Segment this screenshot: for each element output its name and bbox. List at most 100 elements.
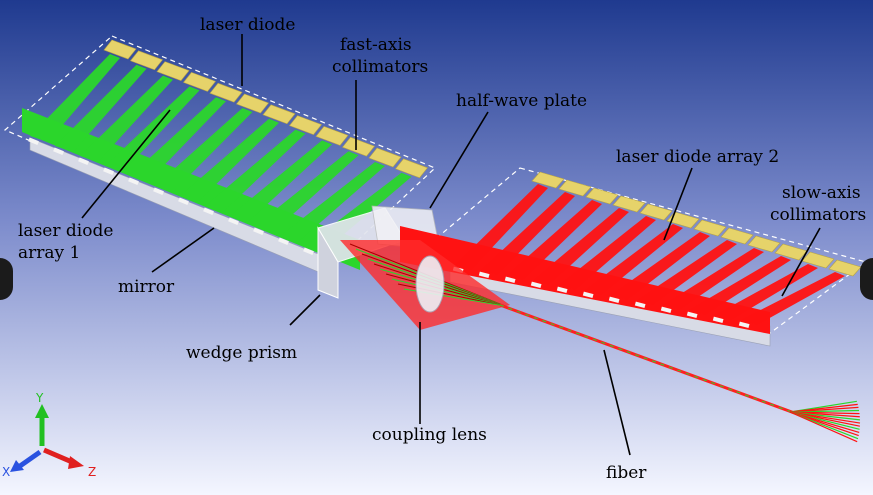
fast-axis-collimator: [228, 217, 239, 225]
axis-x-arrow: [18, 449, 42, 469]
slow-axis-collimator: [712, 316, 724, 324]
red-beam-fan: [637, 240, 737, 305]
label-coupling-lens: coupling lens: [372, 425, 487, 445]
array-2-diode-row: [531, 171, 862, 277]
laser-diode-emitter: [558, 179, 592, 197]
array-2-frame: [418, 167, 868, 343]
label-fast-axis-collimators: collimators: [332, 57, 428, 77]
label-slow-axis: slow-axis: [782, 183, 861, 203]
green-beam-fan: [280, 162, 385, 242]
laser-diode-array-1: [3, 35, 437, 277]
laser-diode-emitter: [209, 82, 243, 103]
laser-diode-emitter: [747, 235, 781, 253]
axis-x-label: X: [2, 465, 10, 479]
slow-axis-collimator: [634, 301, 646, 309]
green-beam-fan: [255, 151, 359, 232]
laser-diode-emitter: [183, 72, 216, 92]
laser-diode-emitter: [130, 50, 163, 71]
green-beam-fan: [155, 108, 253, 192]
laser-diode-emitter: [774, 243, 808, 261]
fiber: [499, 303, 801, 417]
label-laser-diode-array-1: laser diode: [18, 221, 113, 241]
laser-diode-emitter: [289, 115, 322, 135]
fast-axis-collimator: [78, 157, 89, 165]
laser-diode-emitter: [693, 219, 727, 237]
red-beam-fan: [559, 216, 656, 290]
green-beam-fan: [55, 64, 147, 152]
slow-axis-collimator: [556, 286, 568, 294]
green-beam-fan: [80, 75, 173, 162]
axis-x-head: [10, 460, 24, 472]
slow-axis-collimator: [738, 321, 750, 329]
green-beam-fan: [105, 86, 200, 172]
laser-diode-emitter: [720, 227, 754, 245]
label-laser-diode-array-2: laser diode array 2: [616, 147, 779, 167]
laser-diode-emitter: [262, 104, 296, 125]
label-half-wave-plate: half-wave plate: [456, 91, 587, 111]
slow-axis-collimator: [660, 306, 672, 314]
laser-diode-emitter: [156, 61, 190, 81]
output-ray: [789, 411, 858, 443]
coupling-lens: [415, 255, 445, 313]
fast-axis-collimator: [103, 167, 114, 175]
slow-axis-collimator: [504, 276, 516, 284]
label-wedge-prism: wedge prism: [186, 343, 297, 363]
label-laser-diode: laser diode: [200, 15, 295, 35]
label-fiber: fiber: [606, 463, 647, 483]
axis-y-label: Y: [35, 391, 44, 405]
converging-ray: [385, 273, 506, 307]
laser-diode-emitter: [801, 251, 835, 269]
green-beam-fan: [230, 140, 332, 222]
red-beam-fan: [663, 248, 764, 310]
red-beam-fan: [741, 272, 845, 325]
red-beam-fan: [611, 232, 710, 300]
axis-triad: Y X Z: [2, 391, 96, 479]
axis-z-arrow: [43, 447, 73, 465]
laser-diode-emitter: [828, 259, 862, 277]
label-fast-axis: fast-axis: [340, 35, 412, 55]
axis-y-head: [35, 404, 49, 418]
wedge-prism-side: [317, 226, 339, 299]
laser-diode-emitter: [585, 187, 619, 205]
slow-axis-collimator: [686, 311, 698, 319]
label-array-1: array 1: [18, 243, 80, 263]
fast-axis-collimator: [53, 147, 64, 155]
fast-axis-collimator: [28, 137, 39, 145]
green-beam-fan: [30, 54, 120, 142]
fast-axis-collimator: [303, 247, 314, 255]
fast-axis-collimator: [128, 177, 139, 185]
fast-axis-collimator: [203, 207, 214, 215]
laser-diode-emitter: [368, 147, 402, 168]
fast-axis-collimator: [153, 187, 164, 195]
laser-diode-emitter: [639, 203, 673, 221]
green-beam-fan: [205, 129, 306, 212]
red-beam-fan: [507, 200, 602, 280]
laser-diode-emitter: [315, 126, 349, 146]
label-slow-axis-collimators: collimators: [770, 205, 866, 225]
red-beam-fan: [533, 208, 629, 285]
laser-diode-emitter: [395, 158, 428, 179]
laser-diode-emitter: [531, 171, 565, 189]
converging-ray: [391, 278, 506, 307]
axis-z-head: [68, 456, 84, 469]
laser-diode-array-2: [400, 167, 868, 347]
next-image-button[interactable]: [860, 258, 873, 300]
slow-axis-collimator: [478, 271, 490, 279]
slow-axis-collimator: [530, 281, 542, 289]
red-beam-fan: [455, 184, 548, 270]
array-2-beam-fans: [452, 184, 845, 329]
fast-axis-collimator: [178, 197, 189, 205]
laser-diode-emitter: [236, 93, 269, 114]
slow-axis-collimator: [608, 296, 620, 304]
fiber-output-fan: [789, 400, 861, 443]
laser-diode-emitter: [666, 211, 700, 229]
axis-z-label: Z: [88, 465, 96, 479]
previous-image-button[interactable]: [0, 258, 13, 300]
array-1-diode-row: [103, 39, 428, 179]
laser-diode-emitter: [342, 136, 375, 157]
leader-lines: [81, 34, 821, 456]
green-beam-fan: [180, 118, 279, 202]
fast-axis-collimator: [253, 227, 264, 235]
